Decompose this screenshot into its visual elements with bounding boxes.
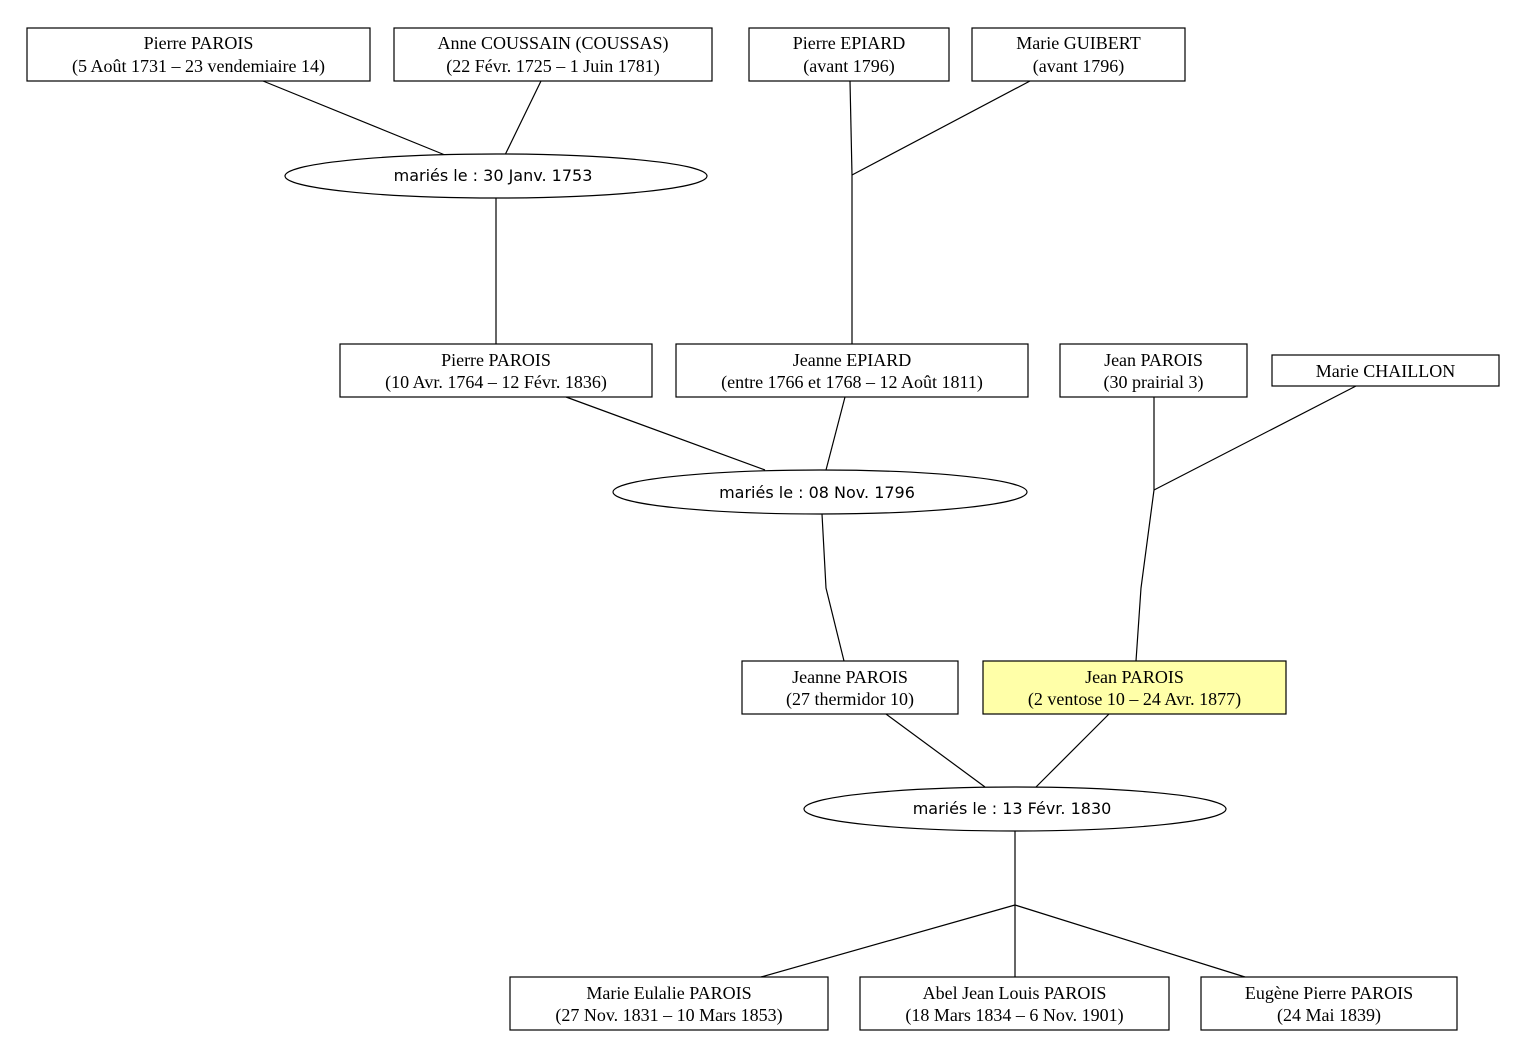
link-junction-to-jean-v10: [1135, 489, 1155, 662]
connector-lines: [262, 80, 1357, 978]
person-name: Pierre PAROIS: [441, 350, 551, 370]
link-jean-v10-to-m1830: [1035, 713, 1110, 788]
person-name: Jean PAROIS: [1085, 667, 1184, 687]
person-name: Marie CHAILLON: [1316, 361, 1455, 381]
link-pierre-1764-to-m1796: [565, 396, 766, 471]
link-junction-to-eugene: [1014, 904, 1246, 978]
link-junction-to-marie-eulalie: [760, 904, 1016, 978]
person-box-jean-parois-ventose: Jean PAROIS (2 ventose 10 – 24 Avr. 1877…: [982, 660, 1287, 715]
person-name: Pierre EPIARD: [793, 33, 905, 53]
person-box-pierre-epiard: Pierre EPIARD (avant 1796): [748, 27, 950, 82]
person-name: Abel Jean Louis PAROIS: [923, 983, 1107, 1003]
person-box-anne-coussain: Anne COUSSAIN (COUSSAS) (22 Févr. 1725 –…: [393, 27, 713, 82]
marriage-label: mariés le : 08 Nov. 1796: [719, 483, 915, 502]
person-name: Jeanne EPIARD: [793, 350, 911, 370]
person-box-jean-parois-prairial: Jean PAROIS (30 prairial 3): [1059, 343, 1248, 398]
link-marie-challon-to-junction: [1153, 385, 1357, 491]
link-m1796-to-jeanne-parois: [821, 513, 845, 662]
person-dates: (27 thermidor 10): [786, 689, 914, 710]
marriage-node-1753: mariés le : 30 Janv. 1753: [284, 153, 708, 199]
person-dates: (avant 1796): [803, 56, 894, 77]
person-dates: (22 Févr. 1725 – 1 Juin 1781): [446, 56, 660, 77]
link-pierre-epiard-to-junction: [849, 80, 853, 176]
person-name: Marie Eulalie PAROIS: [586, 983, 751, 1003]
person-dates: (18 Mars 1834 – 6 Nov. 1901): [905, 1005, 1123, 1026]
person-name: Jeanne PAROIS: [792, 667, 908, 687]
person-box-marie-eulalie-parois: Marie Eulalie PAROIS (27 Nov. 1831 – 10 …: [509, 976, 829, 1031]
person-dates: (5 Août 1731 – 23 vendemiaire 14): [72, 56, 325, 77]
person-box-jeanne-epiard: Jeanne EPIARD (entre 1766 et 1768 – 12 A…: [675, 343, 1029, 398]
person-name: Marie GUIBERT: [1016, 33, 1140, 53]
link-pierre-1731-to-m1753: [262, 80, 446, 156]
person-box-pierre-parois-1731: Pierre PAROIS (5 Août 1731 – 23 vendemia…: [26, 27, 371, 82]
marriage-node-1796: mariés le : 08 Nov. 1796: [612, 469, 1028, 515]
link-anne-to-m1753: [504, 80, 542, 156]
person-name: Pierre PAROIS: [144, 33, 254, 53]
person-dates: (entre 1766 et 1768 – 12 Août 1811): [721, 372, 983, 393]
person-box-marie-guibert: Marie GUIBERT (avant 1796): [971, 27, 1186, 82]
person-box-jeanne-parois: Jeanne PAROIS (27 thermidor 10): [741, 660, 959, 715]
link-marie-guibert-to-junction: [851, 80, 1031, 176]
person-name: Eugène Pierre PAROIS: [1245, 983, 1413, 1003]
person-dates: (27 Nov. 1831 – 10 Mars 1853): [555, 1005, 782, 1026]
person-dates: (24 Mai 1839): [1277, 1005, 1381, 1026]
marriage-label: mariés le : 30 Janv. 1753: [394, 166, 593, 185]
link-jeanne-parois-to-m1830: [885, 713, 986, 788]
person-box-eugene-pierre-parois: Eugène Pierre PAROIS (24 Mai 1839): [1200, 976, 1458, 1031]
marriage-node-1830: mariés le : 13 Févr. 1830: [803, 786, 1227, 832]
person-dates: (10 Avr. 1764 – 12 Févr. 1836): [385, 372, 607, 393]
person-box-pierre-parois-1764: Pierre PAROIS (10 Avr. 1764 – 12 Févr. 1…: [339, 343, 653, 398]
person-box-marie-challon: Marie CHAILLON: [1271, 354, 1500, 387]
person-dates: (avant 1796): [1033, 56, 1124, 77]
marriage-label: mariés le : 13 Févr. 1830: [913, 799, 1112, 818]
person-box-abel-jean-louis-parois: Abel Jean Louis PAROIS (18 Mars 1834 – 6…: [859, 976, 1170, 1031]
person-name: Anne COUSSAIN (COUSSAS): [437, 33, 668, 54]
person-dates: (30 prairial 3): [1104, 372, 1204, 393]
person-name: Jean PAROIS: [1104, 350, 1203, 370]
link-jeanne-epiard-to-m1796: [825, 396, 846, 471]
person-dates: (2 ventose 10 – 24 Avr. 1877): [1028, 689, 1241, 710]
